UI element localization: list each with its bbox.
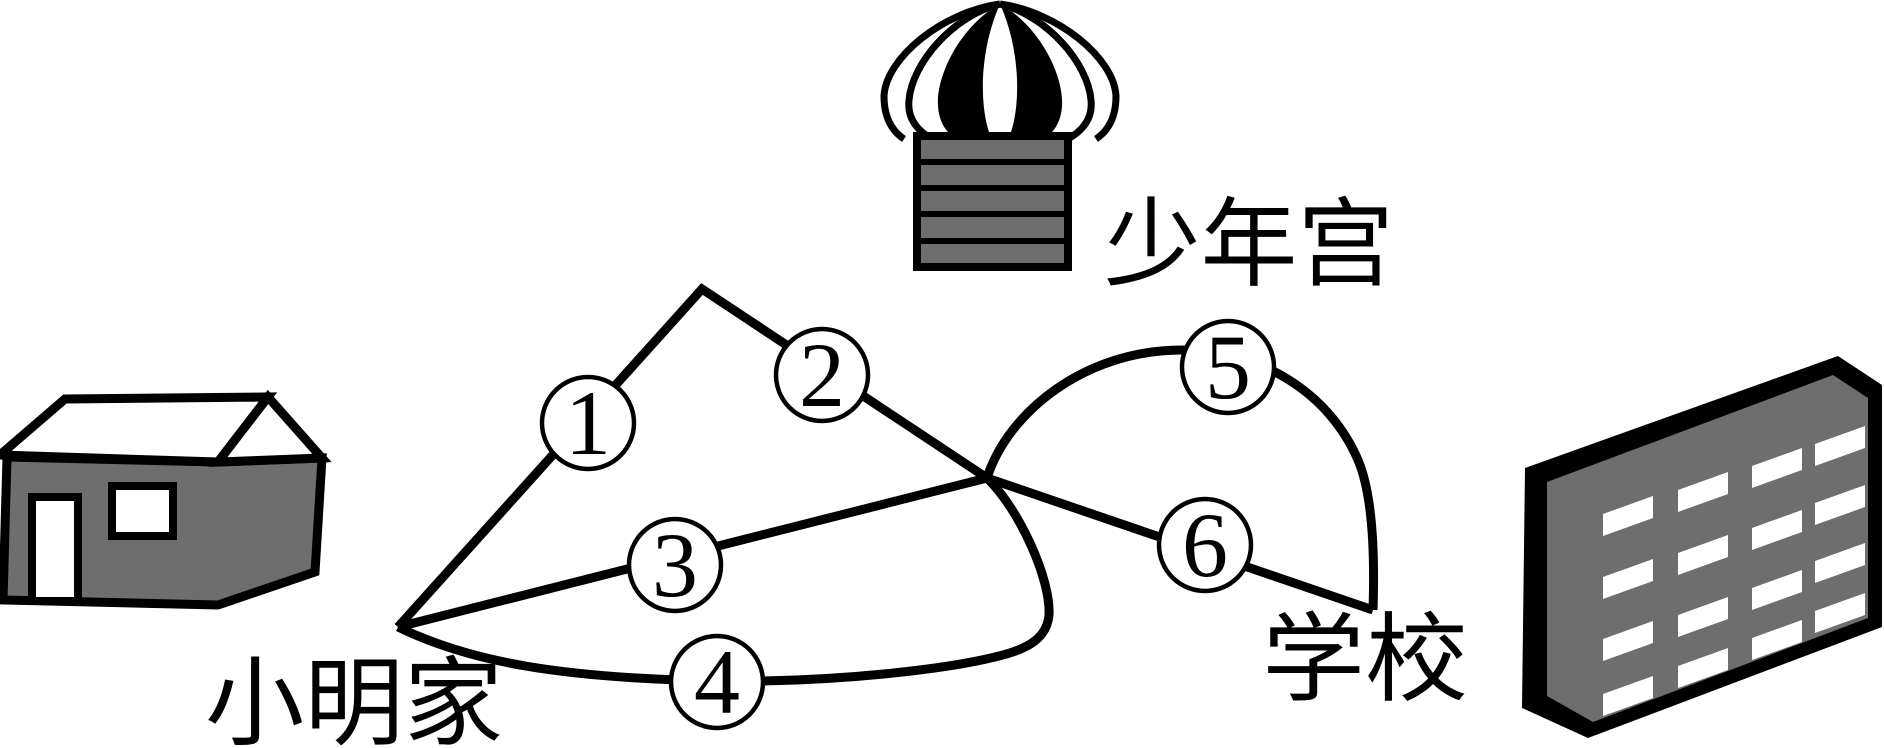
- dome-inner-left-line: [905, 0, 1001, 143]
- label-youth-palace: 少年宫: [1104, 192, 1394, 299]
- school-window: [1678, 648, 1728, 688]
- school-window: [1815, 485, 1865, 525]
- route-marker-3: 3: [626, 514, 724, 616]
- route-4-curve: [396, 474, 1054, 686]
- route-1-2-path: [394, 283, 990, 631]
- school-window: [1603, 676, 1653, 716]
- dome-outer-left-line: [880, 0, 1001, 142]
- palace-base-box: [913, 132, 1072, 271]
- label-school: 学校: [1262, 607, 1468, 714]
- dome-inner-right-line: [999, 0, 1095, 143]
- school-window: [1752, 510, 1802, 550]
- route-marker-6-number: 6: [1182, 494, 1228, 596]
- route-marker-3-number: 3: [652, 514, 698, 616]
- school-window: [1752, 570, 1802, 610]
- home-building: [0, 389, 332, 610]
- school-window: [1603, 496, 1653, 536]
- school-window: [1678, 472, 1728, 512]
- dome-right-petal: [1000, 4, 1063, 139]
- route-marker-5: 5: [1179, 316, 1277, 418]
- route-marker-1: 1: [539, 372, 637, 474]
- school-window: [1678, 535, 1728, 575]
- home-window: [108, 482, 177, 540]
- route-marker-6: 6: [1156, 494, 1254, 596]
- dome-left-petal: [937, 4, 1000, 139]
- school-windows: [1603, 426, 1865, 716]
- school-window: [1815, 593, 1865, 633]
- route-marker-4-circle: [668, 633, 766, 731]
- school-building: [1522, 356, 1882, 738]
- route-marker-4: 4: [668, 631, 766, 733]
- route-marker-2-circle: [773, 326, 871, 424]
- label-home: 小明家: [205, 651, 503, 748]
- palace-dome: [880, 0, 1120, 143]
- school-window: [1752, 448, 1802, 488]
- school-window: [1678, 597, 1728, 637]
- school-window: [1603, 621, 1653, 661]
- route-marker-2-number: 2: [799, 324, 845, 426]
- route-marker-6-circle: [1156, 496, 1254, 594]
- route-marker-5-number: 5: [1205, 316, 1251, 418]
- route-marker-1-number: 1: [565, 372, 611, 474]
- route-marker-1-circle: [539, 374, 637, 472]
- school-window: [1752, 620, 1802, 660]
- school-window: [1603, 559, 1653, 599]
- school-window: [1815, 543, 1865, 583]
- route-marker-4-number: 4: [694, 631, 740, 733]
- route-marker-3-circle: [626, 516, 724, 614]
- route-marker-5-circle: [1179, 318, 1277, 416]
- youth-palace-building: [880, 0, 1120, 271]
- home-door: [28, 493, 82, 605]
- palace-base: [913, 132, 1072, 271]
- home-gable: [208, 389, 332, 467]
- dome-outer-right-line: [999, 0, 1120, 142]
- route-marker-2: 2: [773, 324, 871, 426]
- route-markers: 1 2 3 4 5 6: [539, 316, 1277, 733]
- school-window: [1815, 426, 1865, 466]
